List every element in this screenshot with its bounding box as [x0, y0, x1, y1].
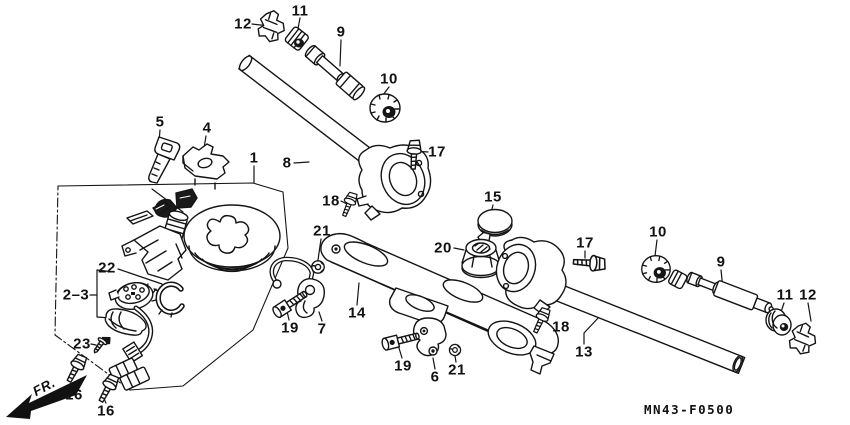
callout-4: 4 [202, 119, 212, 137]
callout-16-b: 16 [97, 402, 115, 420]
bolt-18-left [338, 190, 360, 219]
snap-ring-22 [151, 281, 185, 318]
handlebar-left-clamp [356, 144, 432, 221]
callout-10-left: 10 [380, 70, 398, 88]
wire-stay [269, 256, 315, 290]
group-1-boundary [54, 182, 289, 391]
callout-23: 23 [73, 335, 91, 353]
screw-16-a [62, 351, 90, 386]
key-blank-5 [148, 136, 181, 184]
callout-21-right: 21 [448, 361, 466, 379]
fr-arrow [6, 375, 87, 419]
callout-11-right: 11 [776, 286, 794, 304]
callout-13: 13 [575, 343, 593, 361]
part-code: MN43-F0500 [644, 402, 735, 417]
weight-rod-9-right [686, 271, 774, 314]
callout-19-left: 19 [281, 319, 299, 337]
stem-nut-20 [461, 238, 501, 279]
callout-9-left: 9 [336, 23, 346, 41]
callout-7: 7 [317, 320, 327, 338]
callout-17-right: 17 [576, 234, 594, 252]
bushing-11-right [765, 308, 792, 336]
bar-end-weight-10-right [641, 255, 671, 283]
callout-15: 15 [484, 188, 502, 206]
callout-22: 22 [98, 259, 116, 277]
callout-16-a: 16 [65, 386, 83, 404]
callout-6: 6 [430, 368, 440, 386]
clip-12-right [786, 320, 820, 357]
washer-21-right [448, 343, 462, 357]
contact-base-2-3 [108, 281, 154, 311]
washer-21-left [311, 260, 325, 274]
callout-8: 8 [282, 154, 292, 172]
weight-rod-9-left [304, 44, 366, 101]
callout-20: 20 [434, 239, 452, 257]
callout-10-right: 10 [649, 223, 667, 241]
bracket-6 [412, 317, 447, 357]
callout-11-left: 11 [291, 2, 309, 20]
hook-7 [295, 277, 326, 319]
bushing-small-right [668, 269, 688, 290]
handlebar-right-tube [548, 281, 746, 375]
screw-23 [93, 336, 111, 354]
callout-9-right: 9 [716, 253, 726, 271]
bushing-11-left [284, 26, 309, 51]
callout-12-left: 12 [234, 15, 252, 33]
bolt-17-right [572, 253, 607, 273]
callout-18-right: 18 [552, 318, 570, 336]
switch-cover-disc [183, 204, 281, 273]
screw-16-b [94, 371, 122, 406]
callout-17-left: 17 [428, 143, 446, 161]
callout-14: 14 [348, 304, 366, 322]
callout-5: 5 [155, 113, 165, 131]
callout-18-left: 18 [322, 192, 340, 210]
clip-12-left [255, 8, 288, 45]
callout-19-right: 19 [394, 357, 412, 375]
callout-1: 1 [249, 149, 259, 167]
callout-12-right: 12 [799, 286, 817, 304]
ignition-switch-assembly [121, 188, 198, 299]
top-bridge-14 [320, 232, 559, 375]
callout-2-3: 2–3 [62, 286, 90, 304]
bar-end-weight-10-left [369, 93, 401, 123]
callout-21-left: 21 [313, 222, 331, 240]
switch-bracket-4 [182, 143, 230, 190]
handlebar-right-clamp [495, 236, 567, 315]
stem-cap-15 [477, 208, 513, 244]
rubber-cover-3 [104, 308, 147, 336]
